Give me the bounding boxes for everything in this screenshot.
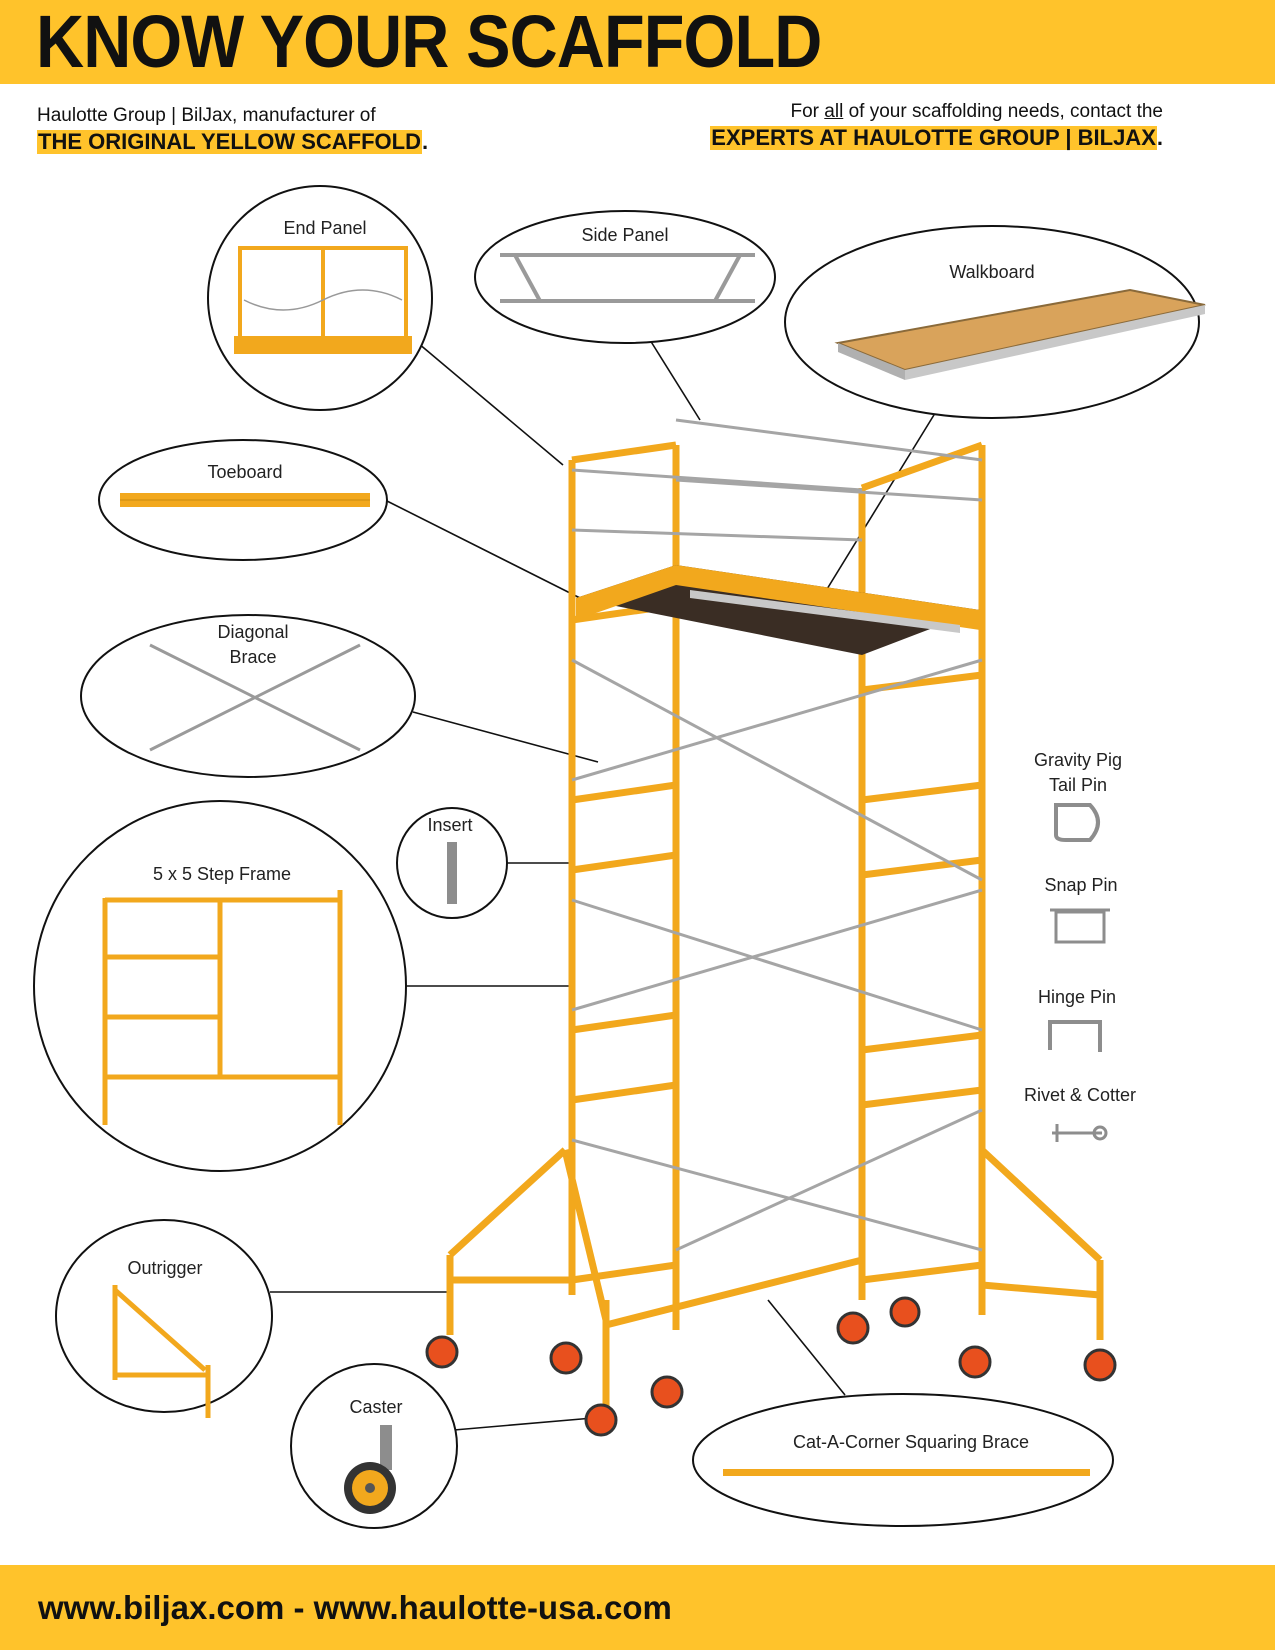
squaring-brace-icon bbox=[723, 1469, 1090, 1476]
label-insert: Insert bbox=[427, 815, 473, 835]
footer-band bbox=[0, 1565, 1275, 1650]
intro-right: For all of your scaffolding needs, conta… bbox=[710, 100, 1163, 152]
end-panel-icon bbox=[234, 246, 412, 354]
intro-left-text: Haulotte Group | BilJax, manufacturer of bbox=[37, 105, 376, 126]
caster-wheels bbox=[425, 1296, 1117, 1437]
label-diagonal-brace: Diagonal Brace bbox=[217, 622, 289, 667]
intro-right-period: . bbox=[1156, 125, 1163, 150]
label-step-frame: 5 x 5 Step Frame bbox=[152, 864, 292, 884]
diagonal-brace-icon bbox=[149, 643, 361, 752]
leader-lines bbox=[270, 337, 938, 1431]
outrigger-callout bbox=[55, 1219, 273, 1413]
label-caster: Caster bbox=[349, 1397, 403, 1417]
caster-callout bbox=[290, 1363, 458, 1529]
toeboard-icon bbox=[120, 493, 370, 507]
scaffold-tower bbox=[425, 418, 1117, 1437]
label-end-panel: End Panel bbox=[283, 218, 367, 238]
header-band bbox=[0, 0, 1275, 84]
outrigger-icon bbox=[112, 1285, 211, 1418]
page-title: KNOW YOUR SCAFFOLD bbox=[36, 0, 822, 83]
side-panel-icon bbox=[500, 253, 755, 303]
callout-ellipses bbox=[33, 185, 1200, 1529]
walkboard-icon bbox=[834, 288, 1206, 380]
footer-websites: www.biljax.com - www.haulotte-usa.com bbox=[38, 1589, 672, 1626]
insert-icon bbox=[447, 842, 457, 904]
intro-left-highlight: THE ORIGINAL YELLOW SCAFFOLD bbox=[37, 129, 422, 154]
rivet-cotter-icon bbox=[1052, 1124, 1108, 1142]
hinge-pin-icon bbox=[1048, 1020, 1102, 1052]
label-gravity-pin: Gravity Pig Tail Pin bbox=[1033, 750, 1123, 795]
gravity-pin-icon bbox=[1054, 803, 1100, 842]
label-squaring-brace: Cat-A-Corner Squaring Brace bbox=[792, 1432, 1030, 1452]
label-snap-pin: Snap Pin bbox=[1044, 875, 1118, 895]
snap-pin-icon bbox=[1050, 908, 1110, 944]
intro-right-highlight: EXPERTS AT HAULOTTE GROUP | BILJAX bbox=[710, 125, 1157, 150]
label-outrigger: Outrigger bbox=[127, 1258, 203, 1278]
step-frame-icon bbox=[102, 890, 343, 1125]
label-toeboard: Toeboard bbox=[207, 462, 283, 482]
label-hinge-pin: Hinge Pin bbox=[1037, 987, 1117, 1007]
label-walkboard: Walkboard bbox=[949, 262, 1035, 282]
intro-right-emphasis: all bbox=[824, 101, 844, 122]
intro-left-period: . bbox=[421, 129, 429, 154]
label-side-panel: Side Panel bbox=[581, 225, 669, 245]
side-panel-callout bbox=[474, 210, 776, 344]
intro-left: Haulotte Group | BilJax, manufacturer of… bbox=[37, 104, 428, 156]
label-rivet-cotter: Rivet & Cotter bbox=[1023, 1085, 1137, 1105]
intro-right-text: For all of your scaffolding needs, conta… bbox=[790, 101, 1164, 122]
caster-icon bbox=[344, 1425, 396, 1514]
squaring-brace-callout bbox=[692, 1393, 1114, 1527]
